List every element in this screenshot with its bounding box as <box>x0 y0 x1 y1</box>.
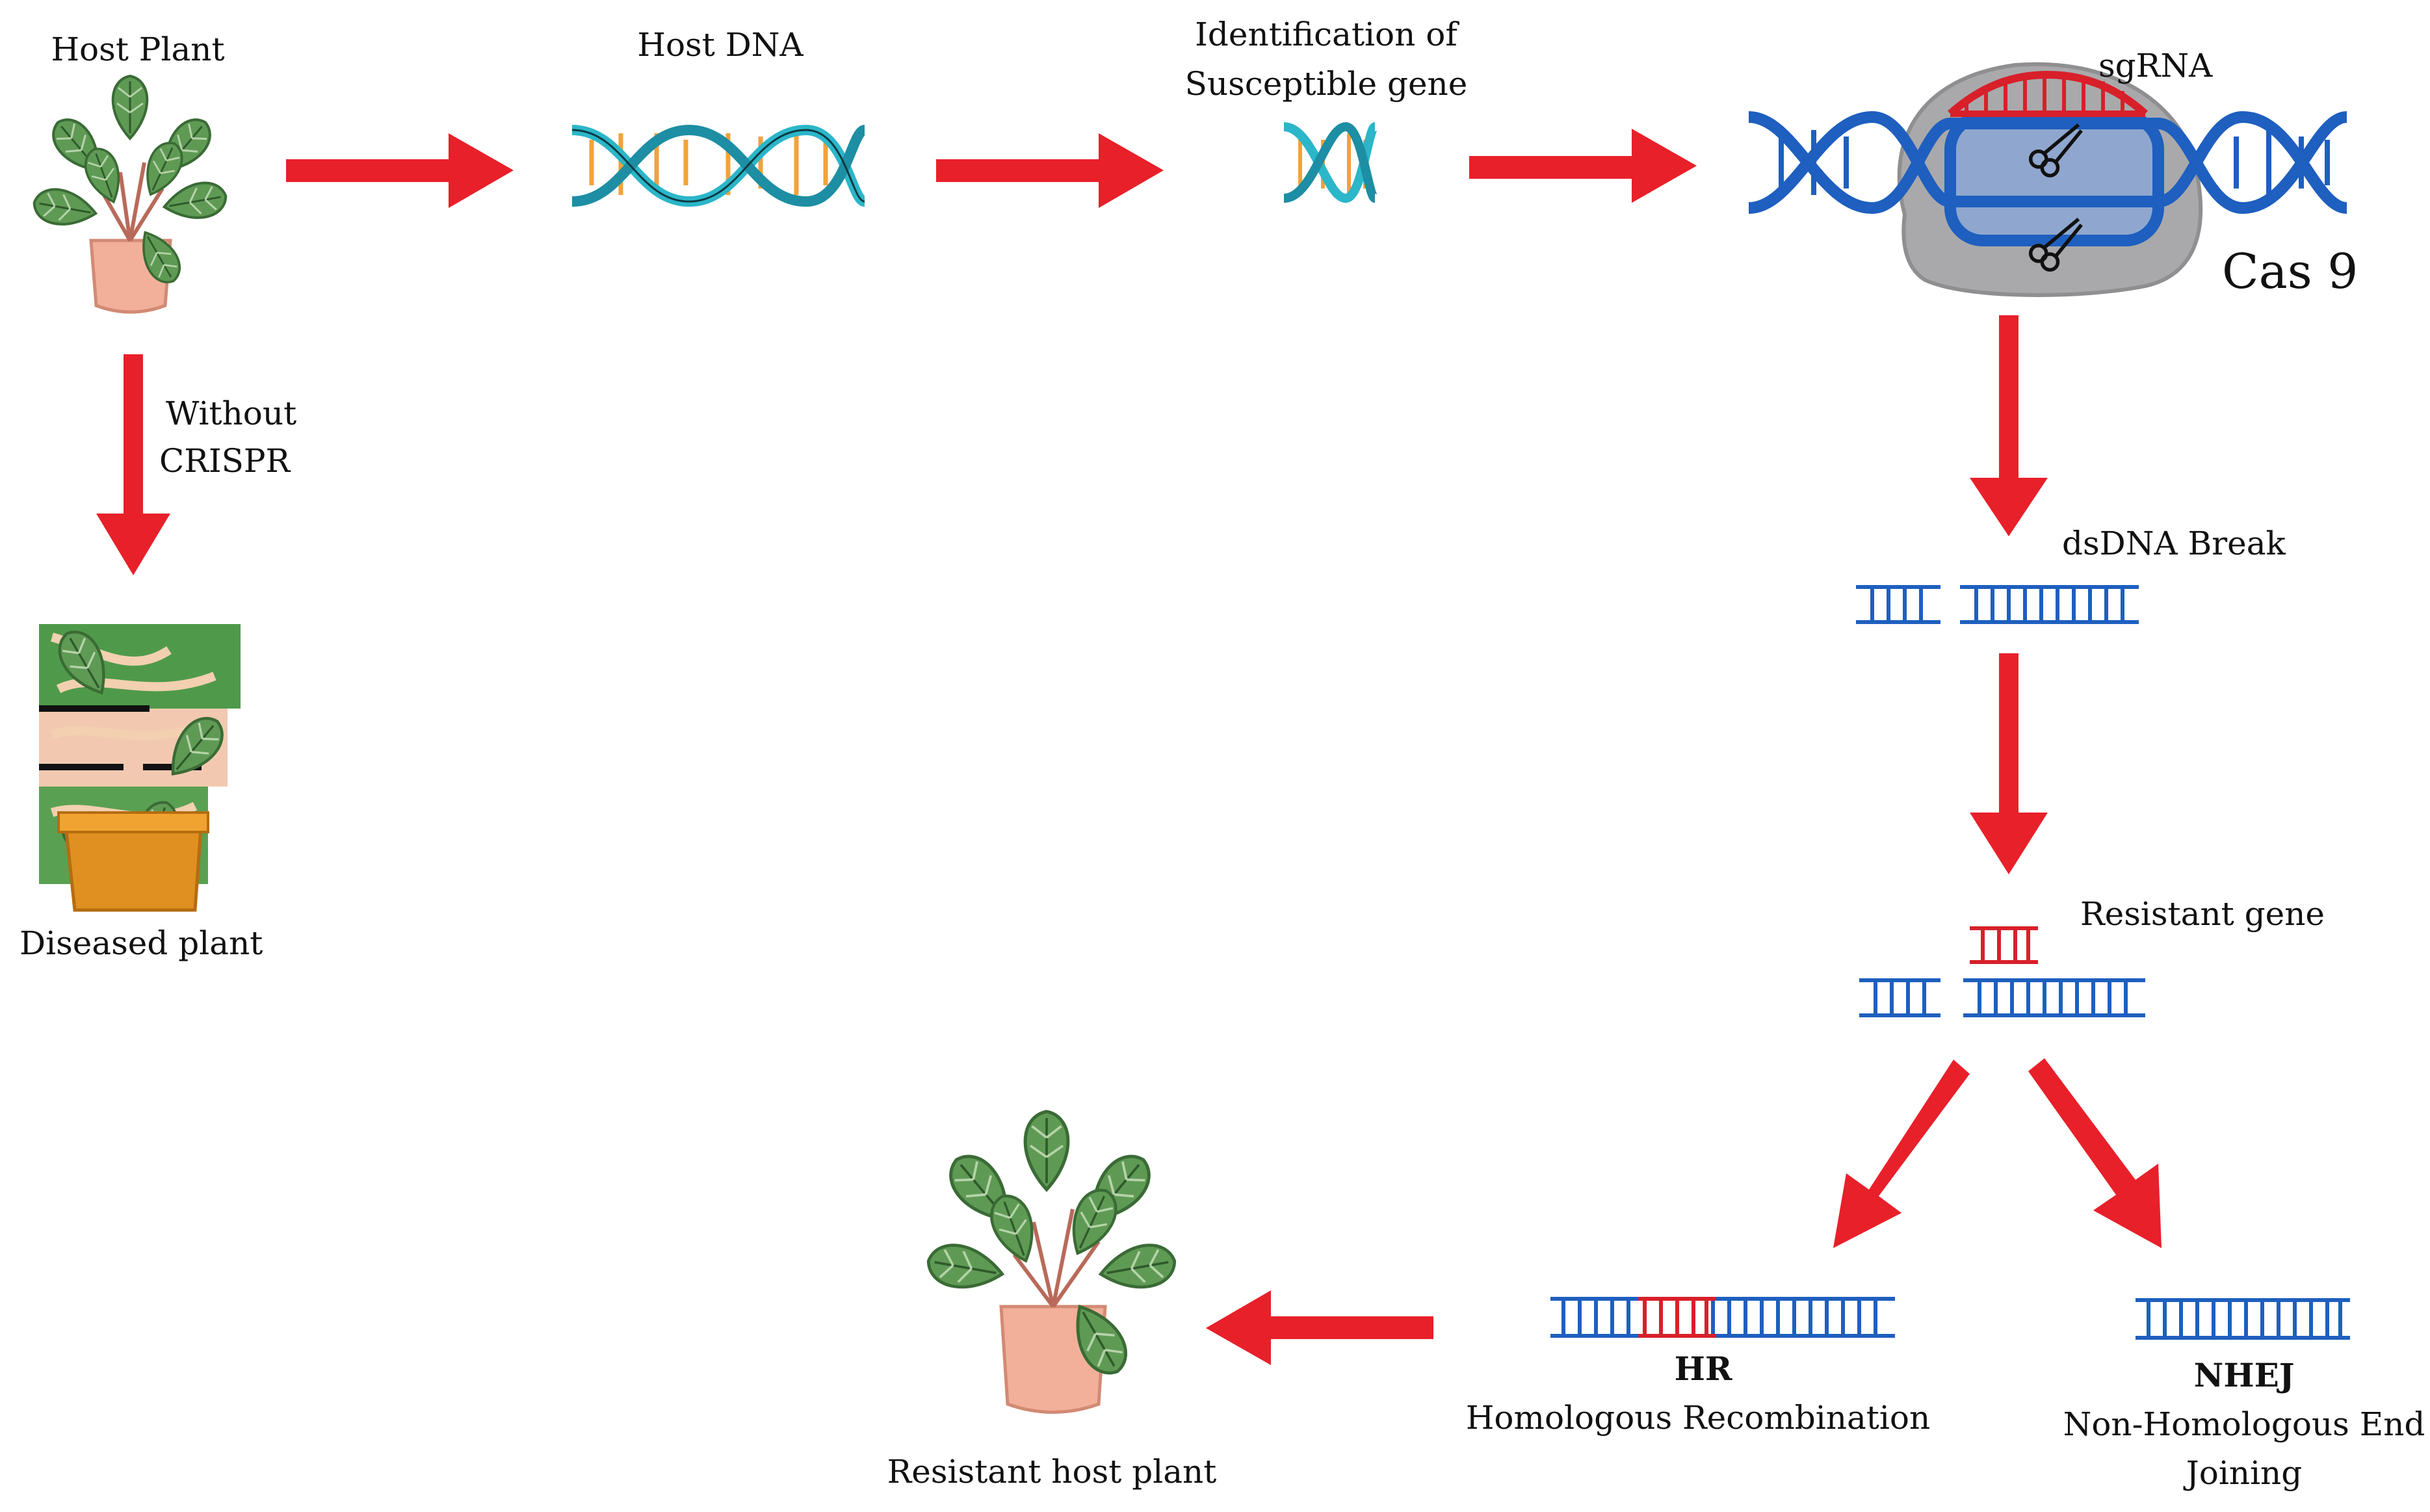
arrow-dna-to-gene <box>936 133 1164 208</box>
nhej-abbr-label: NHEJ <box>2193 1356 2295 1394</box>
arrow-hr-to-resistant-plant <box>1206 1290 1433 1365</box>
nhej-dna-icon <box>2136 1298 2350 1340</box>
host-plant-icon <box>30 75 230 314</box>
resistant-gene-label: Resistant gene <box>2080 895 2325 933</box>
host-plant-label: Host Plant <box>51 31 225 68</box>
arrow-plant-to-dna <box>286 133 514 208</box>
susceptible-gene-helix-icon <box>1283 122 1379 203</box>
hr-dna-icon <box>1550 1297 1895 1338</box>
without-crispr-label-line1: Without <box>166 395 297 432</box>
resistant-gene-icon <box>1859 926 2145 1017</box>
host-dna-label: Host DNA <box>637 26 803 64</box>
hr-full-label: Homologous Recombination <box>1465 1399 1931 1437</box>
diseased-plant-icon <box>39 624 241 912</box>
identification-label-line2: Susceptible gene <box>1184 65 1468 103</box>
sgrna-label: sgRNA <box>2098 47 2213 85</box>
without-crispr-label-line2: CRISPR <box>159 442 291 480</box>
diseased-plant-label: Diseased plant <box>20 924 263 962</box>
resistant-host-plant-label: Resistant host plant <box>887 1453 1217 1491</box>
hr-abbr-label: HR <box>1674 1349 1732 1388</box>
host-dna-helix-icon <box>571 124 867 207</box>
dsdna-break-icon <box>1856 585 2139 624</box>
cas9-label: Cas 9 <box>2222 244 2358 300</box>
arrow-cas9-to-break <box>1970 315 2048 536</box>
cas9-complex-icon <box>1748 62 2348 297</box>
arrow-without-crispr <box>96 354 170 575</box>
resistant-host-plant-icon <box>925 1112 1178 1414</box>
nhej-full-label-line1: Non-Homologous End <box>2063 1405 2425 1443</box>
arrow-gene-to-cas9 <box>1469 129 1697 203</box>
arrow-to-hr <box>1833 1060 1970 1248</box>
arrow-to-nhej <box>2028 1058 2162 1248</box>
dsdna-break-label: dsDNA Break <box>2062 525 2286 562</box>
nhej-full-label-line2: Joining <box>2186 1454 2303 1492</box>
arrow-break-to-resistant <box>1970 653 2048 874</box>
identification-label-line1: Identification of <box>1195 16 1457 53</box>
